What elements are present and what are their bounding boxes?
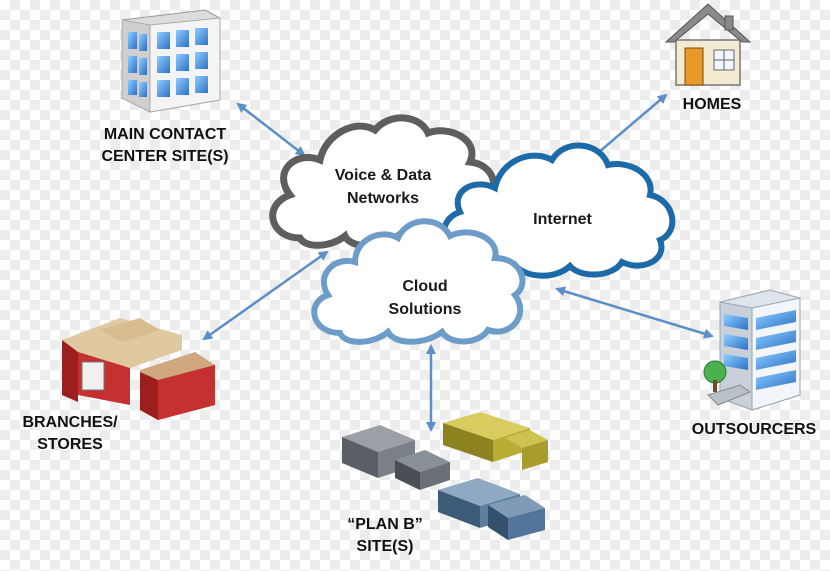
arrow-outsourcers-to-cloud <box>555 286 714 339</box>
main-contact-center-building-icon <box>121 9 221 113</box>
branch-store-building-icon <box>62 318 215 420</box>
cloud-solutions-label: Cloud Solutions <box>388 278 462 318</box>
connection-arrows <box>202 93 714 432</box>
arrow-homes-to-internet <box>590 93 668 160</box>
plan-b-sites-label: “PLAN B” SITE(S) <box>347 516 423 555</box>
arrow-branches-to-cloud <box>202 250 329 341</box>
cloud-solutions-cloud <box>311 218 526 345</box>
branches-stores-label: BRANCHES/ STORES <box>22 414 118 453</box>
internet-cloud <box>441 142 676 279</box>
outsourcer-office-building-icon <box>703 289 801 411</box>
homes-label: HOMES <box>682 96 742 113</box>
internet-label: Internet <box>533 211 592 228</box>
voice-data-networks-label: Voice & Data Networks <box>334 167 432 207</box>
outsourcers-label: OUTSOURCERS <box>691 421 817 438</box>
home-house-icon <box>664 3 752 86</box>
arrow-main-to-voice <box>236 102 306 157</box>
main-contact-center-label: MAIN CONTACT CENTER SITE(S) <box>101 126 229 165</box>
plan-b-sites-buildings-icon <box>342 412 548 540</box>
